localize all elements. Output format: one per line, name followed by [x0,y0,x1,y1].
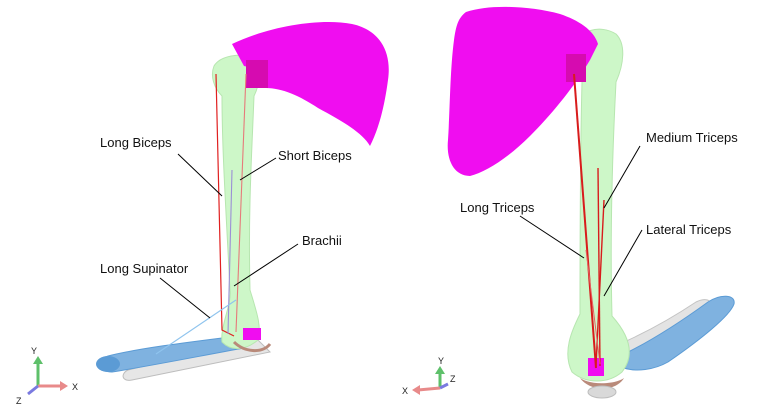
long-triceps-leader [520,216,584,258]
right-x-label: X [402,386,408,396]
left-y-label: Y [31,346,37,356]
right-arm-view: Medium Triceps Long Triceps Lateral Tric… [402,7,738,398]
right-y-label: Y [438,356,444,366]
right-x-axis [418,388,440,390]
left-z-label: Z [16,396,22,406]
brachii-label: Brachii [302,233,342,248]
left-arm-view: Long Biceps Short Biceps Brachii Long Su… [16,22,389,406]
right-x-arrowhead [412,385,420,395]
right-olecranon [588,386,616,398]
right-shoulder-joint [566,54,586,82]
long-supinator-leader [160,278,210,318]
long-biceps-leader [178,154,222,196]
left-y-arrowhead [33,356,43,364]
left-x-label: X [72,382,78,392]
left-x-arrowhead [60,381,68,391]
right-y-arrowhead [435,366,445,374]
left-shoulder-joint [246,60,268,88]
left-elbow-marker [243,328,261,340]
long-triceps-label: Long Triceps [460,200,535,215]
long-biceps-label: Long Biceps [100,135,172,150]
long-supinator-label: Long Supinator [100,261,189,276]
left-z-axis [28,386,38,394]
right-z-label: Z [450,374,456,384]
right-radius [620,296,734,370]
medium-triceps-label: Medium Triceps [646,130,738,145]
short-biceps-label: Short Biceps [278,148,352,163]
lateral-triceps-label: Lateral Triceps [646,222,732,237]
left-radius-head [96,356,120,372]
right-axis-triad: Y X Z [402,356,456,396]
left-axis-triad: Y X Z [16,346,78,406]
